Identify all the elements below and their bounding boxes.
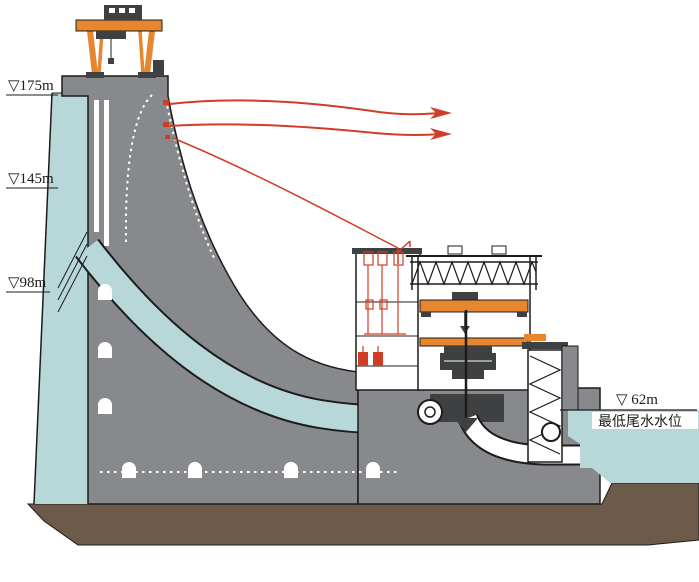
elevation-label-175m: ▽175m: [8, 78, 54, 94]
crane-base: [138, 72, 156, 78]
gallery-arch: [284, 462, 298, 478]
arrowhead-icon: [430, 107, 452, 119]
insulator: [165, 135, 170, 139]
generator-floor: [419, 337, 529, 347]
generator-unit: [440, 346, 496, 379]
drainage-dotted-lines: [125, 94, 215, 259]
transmission-lines: [163, 99, 452, 264]
gallery-arches: [98, 284, 398, 478]
earth-foundation: [26, 482, 699, 546]
pipe-section: [541, 422, 561, 442]
tailwater-note-label: 最低尾水水位: [598, 414, 682, 430]
elevation-label-62m: ▽ 62m: [616, 392, 658, 408]
cable-to-powerhouse: [172, 137, 399, 249]
elevation-label-98m: ▽98m: [8, 275, 47, 291]
elevation-label-145m: ▽145m: [8, 171, 54, 187]
reservoir-water: [33, 92, 88, 505]
elevator-shafts: [94, 100, 109, 246]
crest-structure: [153, 60, 164, 76]
gallery-arch: [122, 462, 136, 478]
crane-hook-block: [108, 58, 114, 64]
bridge-crane: [419, 292, 529, 334]
stair-tower: [522, 334, 579, 463]
red-crane-icon: [397, 240, 411, 264]
insulator: [163, 100, 169, 105]
gallery-arch: [98, 284, 112, 300]
roof-truss: [406, 245, 542, 290]
machine-hall: [406, 245, 542, 424]
trash-rack: [57, 231, 88, 313]
crane-trolley: [96, 31, 126, 39]
downstream-wall: [561, 345, 579, 411]
gallery-arch: [366, 462, 380, 478]
red-piping: [358, 251, 406, 366]
spiral-case-section: [417, 399, 443, 425]
gantry-crane: [75, 5, 164, 78]
gallery-arch: [188, 462, 202, 478]
turbine-cone: [454, 418, 478, 432]
arrowhead-icon: [430, 128, 452, 140]
transmission-arrow-1: [169, 99, 441, 116]
transmission-arrow-2: [169, 123, 441, 136]
crane-base: [86, 72, 104, 78]
gallery-arch: [98, 342, 112, 358]
transformers: [358, 346, 383, 366]
insulator: [163, 122, 169, 127]
gallery-arch: [98, 398, 112, 414]
left-bank-line: [33, 92, 53, 505]
elevation-labels: ▽175m ▽145m ▽98m ▽ 62m 最低尾水水位: [6, 78, 698, 430]
